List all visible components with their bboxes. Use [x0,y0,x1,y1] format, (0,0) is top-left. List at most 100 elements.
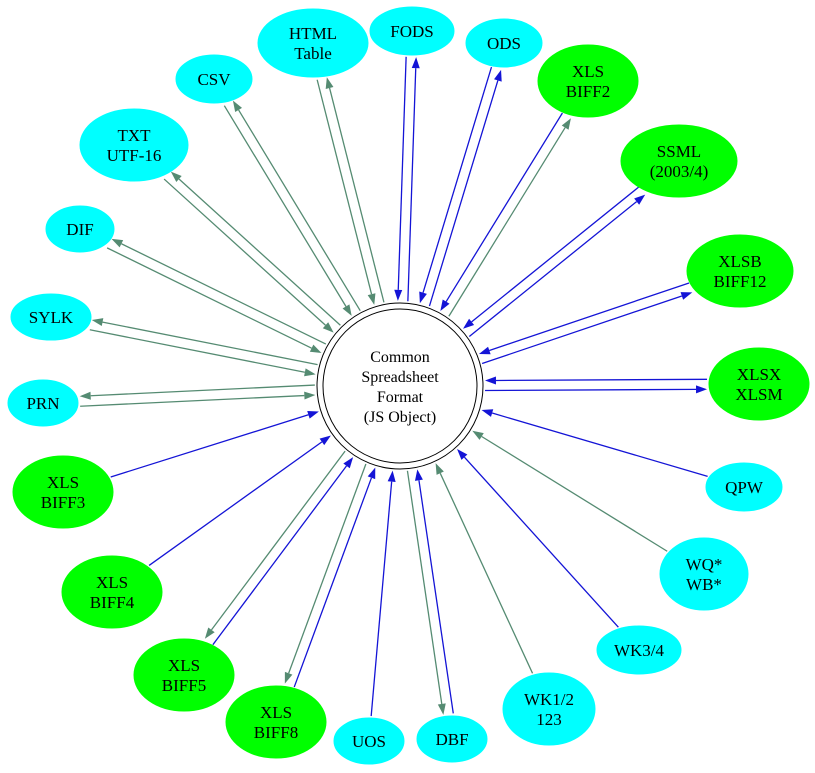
arrowhead-xls4-in [319,435,331,446]
edge-xls2-out [448,127,566,317]
edge-xls8-out [288,463,367,674]
node-xls2 [537,44,639,118]
edge-xlsx-out [485,388,697,392]
arrowhead-fods-in [394,289,403,301]
node-html [257,8,369,78]
arrowhead-xls5-out [204,627,215,639]
arrowhead-qpw-in [481,409,494,417]
node-wk34-label: WK3/4 [614,641,665,660]
edge-ods-out [428,80,499,307]
node-xls4 [61,555,163,629]
edge-xlsx-in [495,378,707,382]
edge-wk34-in [463,456,619,628]
edge-xls4-in [148,441,323,566]
arrowhead-xlsb-in [478,346,491,355]
node-sylk [10,293,92,341]
node-xls8 [225,685,327,759]
edge-dif-in [106,247,312,349]
arrowhead-txt-out [170,171,182,182]
edge-html-in [316,79,373,295]
arrowhead-dif-in [309,344,322,354]
node-prn [7,379,79,427]
edge-csv-in [223,105,347,307]
arrowhead-txt-in [322,322,334,333]
arrowhead-xls3-in [307,410,319,419]
arrowhead-prn-out [79,391,91,400]
arrowhead-dif-out [111,238,124,248]
arrowhead-xls5-in [343,457,354,469]
node-wq [659,537,749,611]
edge-dbf-out [406,470,443,705]
arrowhead-ssml-in [463,318,475,329]
node-wk12 [502,672,596,746]
node-xls3 [12,455,114,529]
arrowhead-xlsb-out [680,292,693,300]
arrowhead-wk12-in [435,463,444,475]
edge-dbf-in [418,480,454,714]
arrowhead-xlsx-in [484,376,496,385]
arrowhead-ssml-out [634,194,646,205]
arrowhead-html-in [367,293,376,305]
arrowhead-ods-out [494,69,502,82]
edge-xls3-in [110,414,309,478]
node-dif [45,205,115,253]
edge-fods-out [407,68,417,302]
node-qpw [705,462,783,512]
node-ssml-label: SSML(2003/4) [650,142,709,181]
edge-prn-out [90,384,315,397]
edge-xls8-in [293,477,373,688]
edge-dif-out [121,243,327,345]
edge-xls2-in [445,112,563,302]
edge-html-out [328,87,385,303]
node-csv [175,54,253,104]
arrowhead-dbf-in [414,469,423,481]
node-uos-label: UOS [352,732,386,751]
arrowhead-xls8-out [284,671,293,684]
node-txt [79,108,189,182]
arrowhead-sylk-out [91,318,104,327]
node-qpw-label: QPW [725,478,764,497]
arrowhead-wq-in [472,430,484,440]
node-dif-label: DIF [66,220,93,239]
edge-xlsb-out [481,295,683,365]
edge-csv-out [238,109,361,312]
node-fods [369,6,455,56]
node-ods-label: ODS [487,34,521,53]
edge-xls5-in [212,465,348,646]
node-wq-label: WQ*WB* [686,555,723,594]
node-prn-label: PRN [26,394,59,413]
node-xlsb [686,234,794,308]
node-sylk-label: SYLK [29,308,74,327]
arrowhead-dbf-out [437,703,446,715]
edge-wk12-in [439,472,534,674]
arrowhead-wk34-in [457,449,468,460]
node-fods-label: FODS [390,22,433,41]
edge-wq-in [481,435,668,552]
arrowhead-xls2-out [561,118,571,130]
arrowhead-csv-out [232,100,243,113]
node-wk34 [596,625,682,675]
edge-xls5-out [210,450,346,631]
arrowhead-xls8-in [367,467,376,480]
arrowhead-fods-out [411,57,420,69]
edge-ods-in [422,66,493,293]
edge-sylk-out [102,321,318,366]
arrowhead-ods-in [419,291,427,304]
edge-fods-in [397,56,407,290]
arrowhead-sylk-in [304,368,316,377]
edge-uos-in [370,481,393,717]
edge-txt-out [178,178,341,326]
edge-ssml-out [468,201,638,338]
node-xlsx [708,347,810,421]
node-dbf-label: DBF [435,730,468,749]
center-node-inner-circle [322,308,478,464]
